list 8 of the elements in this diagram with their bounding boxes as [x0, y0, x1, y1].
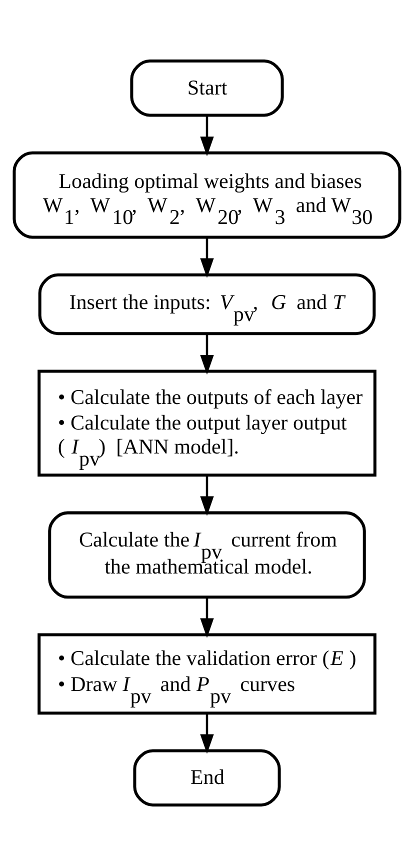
- arrow: [200, 334, 214, 375]
- arrow: [200, 237, 214, 278]
- arrow: [200, 115, 214, 156]
- arrow: [200, 476, 214, 516]
- arrow: [200, 714, 214, 754]
- node-box: Start: [130, 60, 284, 117]
- arrow: [200, 598, 214, 638]
- node-box: End: [133, 749, 281, 806]
